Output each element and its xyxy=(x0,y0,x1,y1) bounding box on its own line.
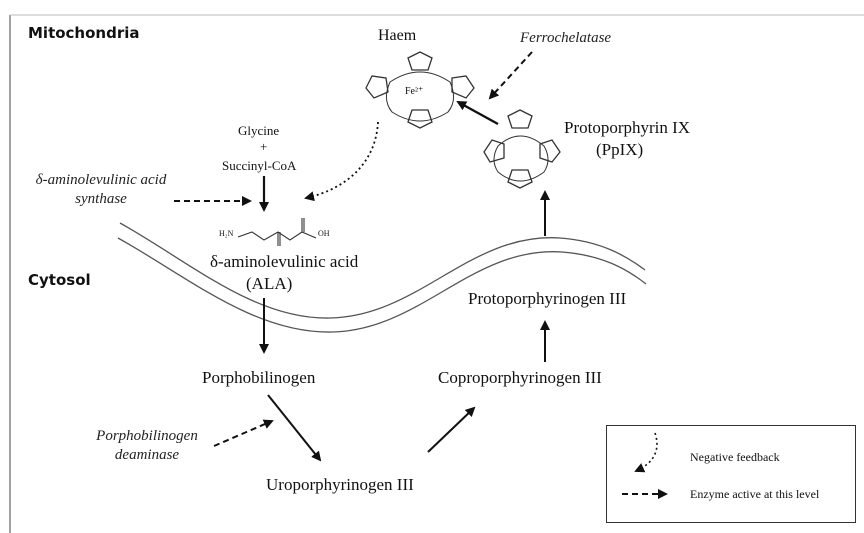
ppix-structure-icon xyxy=(483,109,561,189)
label-plus: + xyxy=(260,139,268,154)
legend-dotted-arrow xyxy=(634,432,658,473)
legend-negative-feedback: Negative feedback xyxy=(690,450,780,464)
legend-enzyme-active: Enzyme active at this level xyxy=(690,487,820,501)
label-oh: OH xyxy=(318,229,330,238)
label-mitochondria: Mitochondria xyxy=(28,24,140,42)
arrow-ppix-to-haem xyxy=(456,100,499,126)
label-cytosol: Cytosol xyxy=(28,271,91,289)
membrane-outer xyxy=(119,222,646,319)
label-pbg-deaminase: Porphobilinogen deaminase xyxy=(82,427,212,465)
haem-structure-icon xyxy=(365,51,475,129)
arrow-ferrochelatase xyxy=(488,51,533,100)
ala-synthase-line2: synthase xyxy=(75,191,127,207)
label-uroporphyrinogen: Uroporphyrinogen III xyxy=(266,475,414,494)
label-fe: Fe²⁺ xyxy=(405,86,424,97)
label-ala-synthase: δ-aminolevulinic acid synthase xyxy=(26,171,176,209)
membrane-inner xyxy=(117,237,647,333)
label-succinyl-coa: Succinyl-CoA xyxy=(222,158,297,173)
label-haem: Haem xyxy=(378,27,417,44)
label-glycine: Glycine xyxy=(238,123,280,138)
label-porphobilinogen: Porphobilinogen xyxy=(202,368,316,387)
label-h2n: H₂N xyxy=(219,229,234,238)
pbg-deaminase-line2: deaminase xyxy=(114,447,180,463)
label-ppix-name: Protoporphyrin IX xyxy=(564,118,691,137)
label-ala-name: δ-aminolevulinic acid xyxy=(210,252,359,271)
arrow-pbg-deaminase xyxy=(213,419,274,447)
ala-synthase-line1: δ-aminolevulinic acid xyxy=(35,172,167,188)
arrow-pbg-to-uro xyxy=(267,394,322,462)
label-ppix-abbrev: (PpIX) xyxy=(596,140,644,159)
legend xyxy=(606,425,856,523)
arrow-negative-feedback xyxy=(304,121,379,202)
label-ferrochelatase: Ferrochelatase xyxy=(520,30,612,46)
label-ala-abbrev: (ALA) xyxy=(246,274,293,293)
ala-structure-icon xyxy=(237,218,317,246)
pbg-deaminase-line1: Porphobilinogen xyxy=(96,428,198,444)
label-coproporphyrinogen: Coproporphyrinogen III xyxy=(438,368,602,387)
arrow-uro-to-copro xyxy=(427,406,476,453)
label-protoporphyrinogen: Protoporphyrinogen III xyxy=(468,289,627,308)
